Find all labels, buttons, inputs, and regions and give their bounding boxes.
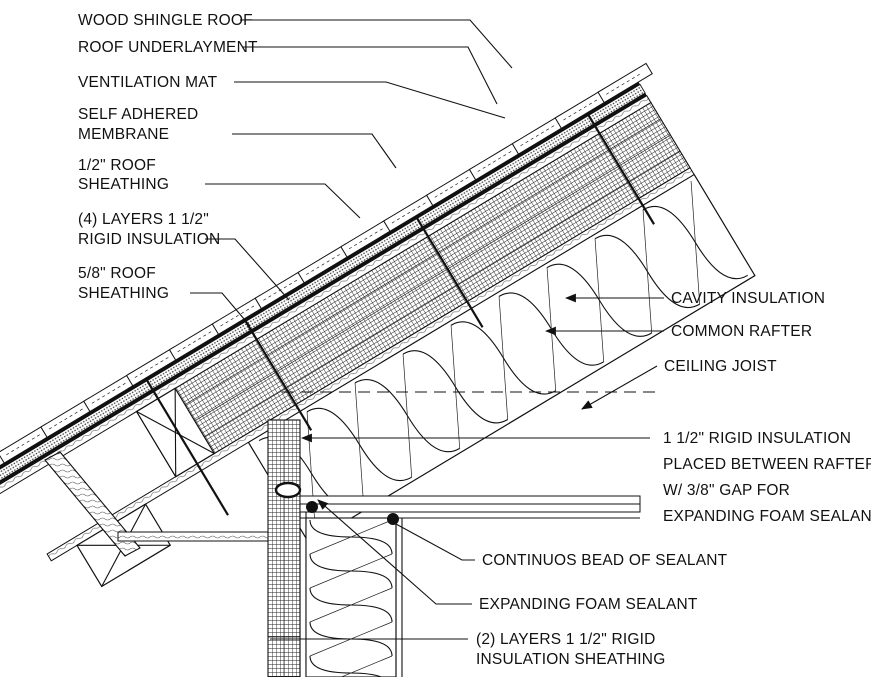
self-adhered-membrane bbox=[0, 93, 647, 503]
expanding-foam-sealant bbox=[274, 481, 302, 499]
label-expanding-foam: EXPANDING FOAM SEALANT bbox=[479, 596, 698, 613]
label-rigid-sheathing-line2: INSULATION SHEATHING bbox=[476, 651, 665, 668]
sealant-bead bbox=[306, 501, 318, 513]
double-top-plate bbox=[299, 495, 641, 505]
batt-cross bbox=[402, 354, 413, 478]
shingle-grain bbox=[220, 304, 257, 327]
label-rigid-between-line2: PLACED BETWEEN RAFTERS bbox=[663, 456, 871, 473]
label-five-eighths-line2: SHEATHING bbox=[78, 285, 169, 302]
shingle-grain bbox=[48, 407, 86, 430]
label-half-sheathing-line1: 1/2" ROOF bbox=[78, 157, 156, 174]
label-continuous-bead: CONTINUOS BEAD OF SEALANT bbox=[482, 552, 728, 569]
shingle-grain bbox=[177, 329, 214, 353]
label-half-sheathing-line2: SHEATHING bbox=[78, 176, 169, 193]
sealant-bead bbox=[387, 513, 399, 525]
fastener bbox=[144, 377, 229, 516]
label-self-adhered-line2: MEMBRANE bbox=[78, 126, 169, 143]
shingle-grain bbox=[434, 175, 472, 198]
batt-cross bbox=[594, 238, 605, 362]
shingle-grain bbox=[520, 123, 557, 147]
roof-assembly bbox=[0, 62, 756, 588]
shingle-grain bbox=[306, 252, 343, 275]
shingle bbox=[597, 62, 653, 104]
shingle-grain bbox=[563, 98, 600, 121]
label-self-adhered-line1: SELF ADHERED bbox=[78, 106, 198, 123]
label-rigid-sheathing-line1: (2) LAYERS 1 1/2" RIGID bbox=[476, 631, 656, 648]
callout-labels: WOOD SHINGLE ROOF ROOF UNDERLAYMENT VENT… bbox=[78, 12, 871, 668]
batt-cross bbox=[306, 411, 317, 535]
label-common-rafter: COMMON RAFTER bbox=[671, 323, 812, 340]
label-rigid-between-line1: 1 1/2" RIGID INSULATION bbox=[663, 430, 851, 447]
wood-shingles bbox=[0, 62, 653, 490]
batt-cross bbox=[354, 382, 365, 507]
batt-cross bbox=[450, 325, 461, 449]
batt-cross bbox=[690, 180, 701, 305]
label-ceiling-joist: CEILING JOIST bbox=[664, 358, 777, 375]
shingle-grain bbox=[91, 381, 129, 404]
label-wood-shingle-roof: WOOD SHINGLE ROOF bbox=[78, 12, 253, 29]
wall-batt-cross bbox=[309, 553, 393, 589]
shingle-grain bbox=[391, 201, 429, 224]
shingle-grain bbox=[6, 432, 43, 456]
label-ventilation-mat: VENTILATION MAT bbox=[78, 74, 218, 91]
fastener bbox=[586, 112, 655, 225]
wall-batt-cross bbox=[309, 519, 393, 555]
wall-batt-cross bbox=[309, 587, 393, 623]
label-roof-underlayment: ROOF UNDERLAYMENT bbox=[78, 39, 258, 56]
label-rigid-layers-line2: RIGID INSULATION bbox=[78, 231, 220, 248]
shingle-grain bbox=[134, 355, 172, 378]
shingle-grain bbox=[263, 278, 300, 301]
label-rigid-layers-line1: (4) LAYERS 1 1/2" bbox=[78, 211, 209, 228]
fastener bbox=[414, 215, 484, 328]
wall-assembly bbox=[267, 419, 641, 677]
label-rigid-between-line3: W/ 3/8" GAP FOR bbox=[663, 482, 790, 499]
label-five-eighths-line1: 5/8" ROOF bbox=[78, 265, 156, 282]
shingle-grain bbox=[477, 149, 514, 172]
shingle-grain bbox=[606, 72, 643, 95]
half-inch-roof-sheathing bbox=[0, 94, 652, 511]
batt-cross bbox=[642, 209, 653, 334]
fastener bbox=[243, 318, 313, 431]
label-cavity-insulation: CAVITY INSULATION bbox=[671, 290, 825, 307]
leaders bbox=[190, 19, 664, 640]
shingle-grain bbox=[348, 226, 386, 250]
label-rigid-between-line4: EXPANDING FOAM SEALANT bbox=[663, 508, 871, 525]
batt-cross bbox=[498, 296, 509, 420]
wall-batt-cross bbox=[340, 655, 393, 677]
roof-underlayment bbox=[0, 81, 641, 492]
wall-cavity-insulation bbox=[309, 519, 393, 677]
